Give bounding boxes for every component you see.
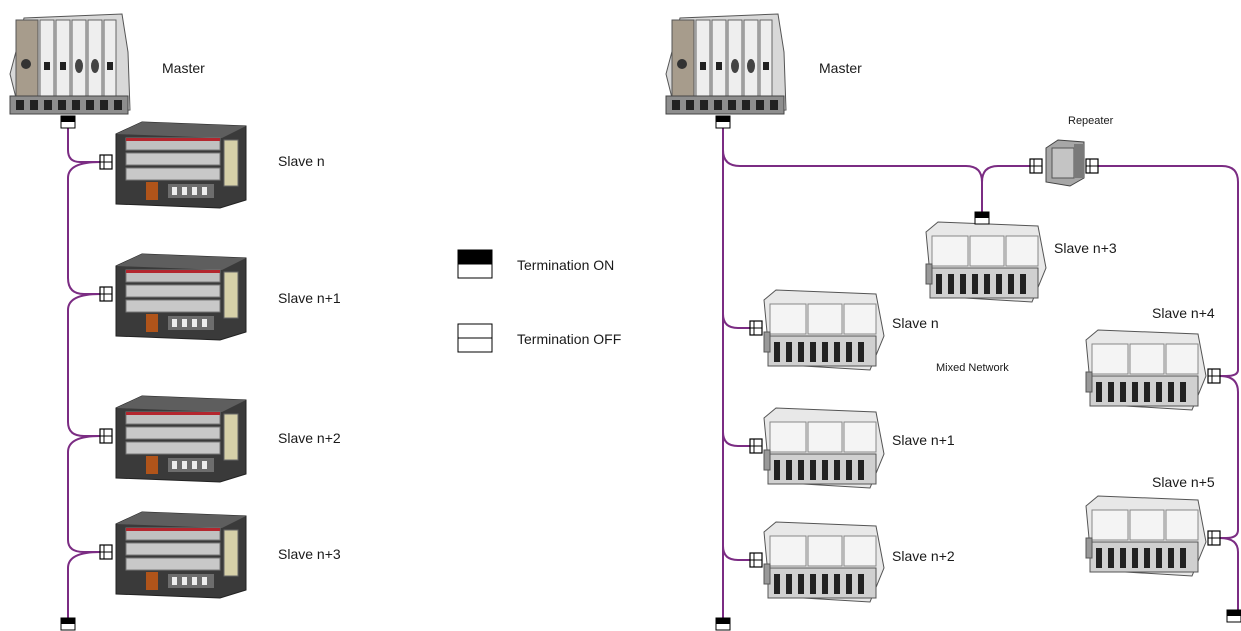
termination-off-connector xyxy=(749,320,763,336)
bus-cable-segment xyxy=(1098,165,1239,377)
master-label: Master xyxy=(819,60,862,76)
slave-label: Slave n+5 xyxy=(1152,474,1215,490)
termination-off-connector xyxy=(1029,158,1043,174)
slave-io-device xyxy=(763,407,885,489)
repeater-device xyxy=(1045,139,1085,187)
bus-cable-segment xyxy=(67,551,101,620)
slave-io-device xyxy=(763,289,885,371)
termination-on-connector xyxy=(715,115,731,129)
termination-off-connector xyxy=(974,211,990,225)
bus-cable-segment xyxy=(722,313,750,329)
legend xyxy=(457,249,493,353)
termination-off-connector xyxy=(99,154,113,170)
slave-label: Slave n+2 xyxy=(278,430,341,446)
slave-label: Slave n+3 xyxy=(278,546,341,562)
master-label: Master xyxy=(162,60,205,76)
termination-on-connector xyxy=(60,115,76,129)
termination-off-connector xyxy=(1207,368,1221,384)
slave-label: Slave n+3 xyxy=(1054,240,1117,256)
slave-drive-device xyxy=(115,121,247,209)
slave-drive-device xyxy=(115,511,247,599)
termination-off-connector xyxy=(749,552,763,568)
slave-label: Slave n+2 xyxy=(892,548,955,564)
slave-io-device xyxy=(1085,329,1207,411)
bus-cable-segment xyxy=(67,161,101,295)
right-network xyxy=(665,13,1241,631)
termination-on-connector xyxy=(715,617,731,631)
master-plc-device xyxy=(9,13,131,115)
legend-termination-on-symbol xyxy=(457,249,493,279)
bus-cable-segment xyxy=(722,545,750,561)
bus-cable-segment xyxy=(1219,375,1239,539)
termination-off-connector xyxy=(749,438,763,454)
termination-on-connector xyxy=(60,617,76,631)
slave-io-device xyxy=(1085,495,1207,577)
bus-cable-segment xyxy=(67,128,100,163)
termination-off-connector xyxy=(1207,530,1221,546)
slave-label: Slave n xyxy=(278,153,325,169)
termination-off-connector xyxy=(99,544,113,560)
legend-termination-off-symbol xyxy=(457,323,493,353)
legend-termination-off-label: Termination OFF xyxy=(517,331,622,347)
legend-termination-on-label: Termination ON xyxy=(517,257,615,273)
bus-cable-segment xyxy=(1219,537,1239,612)
slave-label: Slave n+1 xyxy=(278,290,341,306)
slave-drive-device xyxy=(115,395,247,483)
termination-off-connector xyxy=(1085,158,1099,174)
bus-cable-segment xyxy=(722,149,983,212)
termination-off-connector xyxy=(99,428,113,444)
network-type-label: Mixed Network xyxy=(936,362,1009,374)
termination-on-connector xyxy=(1226,609,1241,623)
left-network xyxy=(9,13,247,631)
bus-cable-segment xyxy=(67,293,101,437)
slave-drive-device xyxy=(115,253,247,341)
bus-cable-segment xyxy=(981,165,1030,183)
repeater-label: Repeater xyxy=(1068,115,1114,127)
bus-cable-segment xyxy=(67,435,101,553)
bus-cable-segment xyxy=(722,431,750,447)
master-plc-device xyxy=(665,13,787,115)
slave-io-device xyxy=(925,221,1047,303)
termination-off-connector xyxy=(99,286,113,302)
slave-label: Slave n xyxy=(892,315,939,331)
slave-io-device xyxy=(763,521,885,603)
slave-label: Slave n+1 xyxy=(892,432,955,448)
slave-label: Slave n+4 xyxy=(1152,305,1215,321)
